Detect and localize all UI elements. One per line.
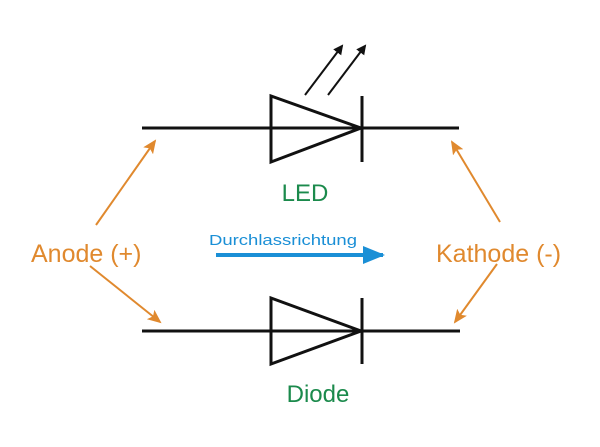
- terminal-arrows: [89, 139, 501, 324]
- diode-triangle: [269, 295, 366, 367]
- light-arrow-icon: [304, 44, 344, 96]
- led-triangle: [269, 93, 366, 165]
- led-symbol: [142, 44, 459, 165]
- cathode-arrow-icon: [453, 263, 498, 324]
- anode-label: Anode (+): [31, 240, 142, 268]
- diode-label: Diode: [287, 381, 350, 408]
- diode-symbol: [142, 295, 460, 367]
- led-label: LED: [282, 180, 329, 207]
- cathode-label: Kathode (-): [436, 240, 561, 268]
- anode-arrow-icon: [89, 265, 162, 324]
- cathode-arrow-icon: [450, 140, 501, 223]
- light-arrow-icon: [327, 44, 367, 96]
- anode-arrow-icon: [95, 139, 157, 226]
- direction-label: Durchlassrichtung: [209, 232, 357, 249]
